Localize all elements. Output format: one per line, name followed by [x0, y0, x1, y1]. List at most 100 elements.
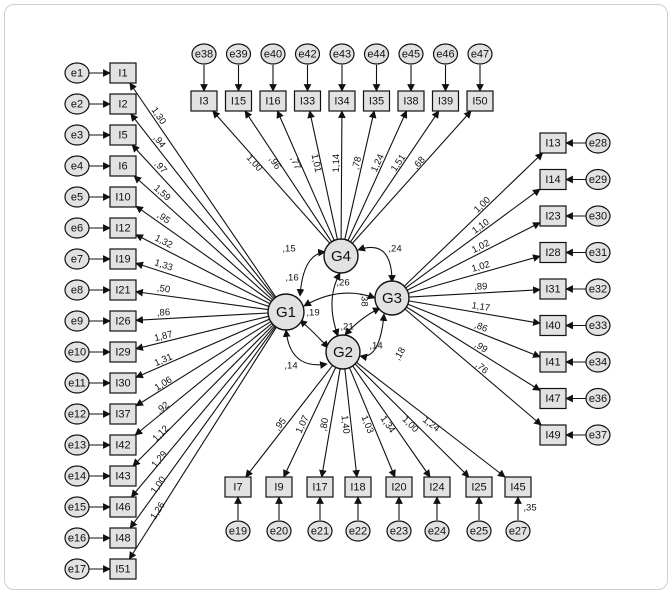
item-box-I3: I3: [190, 90, 218, 112]
item-box-I49: I49: [539, 424, 567, 446]
error-label: e28: [589, 137, 607, 149]
error-label: e14: [68, 470, 86, 482]
item-rect: [265, 476, 293, 498]
item-box-I45: I45: [504, 476, 532, 498]
covariance-value: ,21: [340, 322, 353, 333]
loading-arrow: [352, 365, 431, 478]
error-circle: [585, 132, 611, 154]
item-label: I50: [472, 95, 487, 107]
error-node-e11: e11: [64, 372, 90, 394]
loading-arrow: [351, 110, 472, 244]
item-label: I37: [115, 408, 130, 420]
item-box-I39: I39: [431, 90, 460, 112]
item-box-I38: I38: [397, 90, 425, 112]
loading-arrow: [245, 365, 333, 478]
item-label: I31: [545, 283, 560, 295]
error-node-e37: e37: [585, 424, 611, 446]
error-node-e14: e14: [64, 465, 90, 487]
loading-value: ,86: [157, 307, 171, 319]
error-node-e24: e24: [424, 520, 450, 542]
latent-g2: G2: [325, 334, 361, 370]
error-node-e12: e12: [64, 403, 90, 425]
loading-arrow: [129, 326, 276, 529]
error-label: e10: [68, 346, 86, 358]
item-rect: [224, 476, 252, 498]
loading-arrow: [135, 288, 269, 311]
loading-arrow: [130, 113, 276, 299]
error-label: e40: [264, 48, 282, 60]
item-label: I1: [118, 67, 127, 79]
cov-g2-g3-inner: [344, 307, 381, 336]
loading-arrow: [350, 110, 440, 243]
error-label: e2: [71, 98, 83, 110]
error-node-e2: e2: [64, 93, 90, 115]
error-node-e15: e15: [64, 496, 90, 518]
error-label: e9: [71, 315, 83, 327]
item-box-I28: I28: [539, 241, 567, 264]
loading-arrow: [356, 361, 506, 478]
error-circle: [64, 186, 90, 208]
item-rect: [328, 90, 356, 112]
error-circle: [424, 520, 450, 542]
error-circle: [585, 168, 611, 191]
item-label: I34: [334, 95, 349, 107]
item-rect: [539, 168, 567, 191]
error-label: e22: [349, 525, 367, 537]
item-label: I25: [471, 481, 486, 493]
latent-g3: G3: [374, 280, 410, 316]
item-rect: [466, 90, 494, 112]
item-label: I48: [115, 532, 130, 544]
item-box-I33: I33: [293, 90, 322, 112]
item-rect: [539, 132, 567, 154]
error-label: e6: [71, 222, 83, 234]
item-label: I28: [545, 247, 560, 259]
item-rect: [385, 476, 413, 498]
error-circle: [585, 351, 611, 373]
loading-arrow: [407, 303, 541, 358]
loading-value: 1,02: [470, 259, 491, 275]
item-label: I9: [274, 481, 283, 493]
error-node-e17: e17: [64, 558, 90, 580]
covariance-value: ,14: [284, 361, 297, 372]
item-label: I21: [115, 284, 130, 296]
covariance-value: ,18: [392, 346, 408, 363]
error-label: e5: [71, 191, 83, 203]
item-rect: [539, 205, 567, 227]
error-node-e16: e16: [64, 527, 90, 549]
item-label: I42: [115, 439, 130, 451]
loading-arrow: [131, 144, 275, 300]
loading-value: ,76: [473, 360, 490, 377]
item-rect: [539, 424, 567, 446]
item-box-I14: I14: [539, 168, 567, 191]
loading-value: ,78: [350, 156, 364, 171]
error-circle: [505, 520, 531, 542]
error-node-e40: e40: [260, 43, 286, 65]
item-label: I45: [510, 481, 525, 493]
error-node-e31: e31: [585, 241, 611, 264]
error-label: e33: [589, 320, 607, 332]
item-box-I42: I42: [109, 434, 137, 456]
error-circle: [329, 43, 355, 65]
item-label: I12: [115, 222, 130, 234]
error-label: e45: [402, 48, 420, 60]
error-circle: [64, 124, 90, 146]
error-node-e38: e38: [191, 43, 217, 65]
error-node-e27: e27: [505, 520, 531, 542]
item-rect: [109, 124, 137, 146]
error-circle: [345, 520, 371, 542]
item-label: I47: [545, 393, 560, 405]
error-circle: [64, 217, 90, 239]
item-box-I15: I15: [224, 90, 253, 112]
item-label: I39: [438, 95, 453, 107]
error-label: e39: [229, 48, 247, 60]
loading-arrow: [135, 321, 272, 407]
item-box-I26: I26: [109, 310, 137, 332]
error-node-e45: e45: [398, 43, 424, 65]
loading-arrow: [338, 110, 346, 240]
error-label: e27: [509, 525, 527, 537]
error-label: e38: [195, 48, 213, 60]
cov-g1-g4: [296, 248, 326, 297]
item-label: I13: [545, 137, 560, 149]
item-label: I43: [115, 470, 130, 482]
